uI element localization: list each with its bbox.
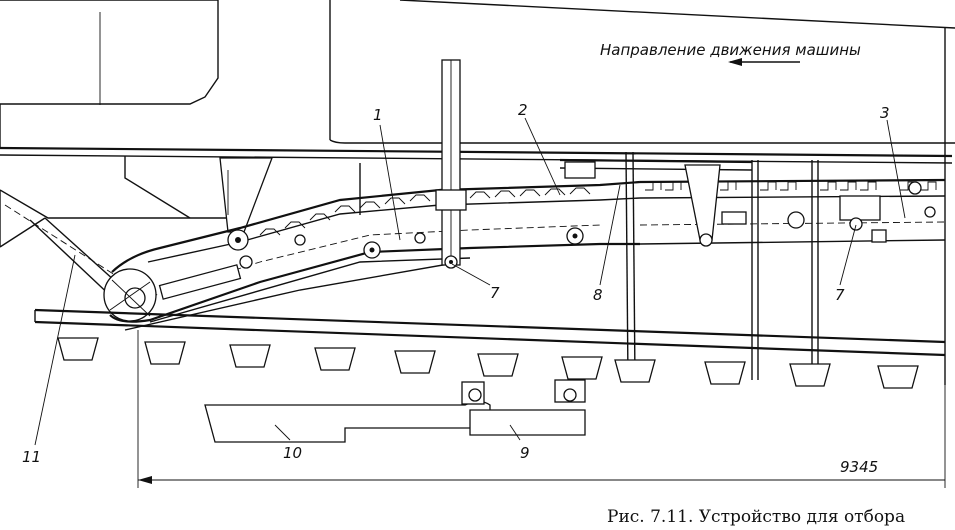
sprocket	[227, 229, 253, 269]
inclined-conveyor	[109, 180, 641, 331]
vertical-plates	[625, 151, 819, 385]
callout-3: 3	[880, 104, 890, 122]
dimension-line	[137, 330, 946, 488]
horizontal-conveyor	[559, 158, 946, 247]
support-rollers	[294, 227, 584, 259]
lower-pipes	[204, 379, 586, 443]
direction-label: Направление движения машины	[600, 41, 861, 59]
vertical-post	[435, 59, 467, 269]
callout-8: 8	[593, 286, 603, 304]
conveyor-plates	[259, 187, 591, 236]
callout-2: 2	[518, 101, 528, 119]
dimension-value: 9345	[840, 458, 878, 476]
rail	[34, 308, 946, 357]
callout-7-right: 7	[835, 286, 845, 304]
callout-9: 9	[520, 444, 530, 462]
hopper	[0, 156, 361, 301]
leader-lines	[34, 117, 906, 446]
callout-11: 11	[22, 448, 41, 466]
figure-caption: Рис. 7.11. Устройство для отбора	[607, 507, 905, 527]
machine-frame	[0, 0, 955, 385]
tail-drum	[103, 268, 157, 322]
callout-7-left: 7	[490, 284, 500, 302]
sleepers	[57, 337, 919, 389]
callout-10: 10	[283, 444, 302, 462]
direction-arrow	[728, 58, 800, 66]
callout-1: 1	[373, 106, 383, 124]
